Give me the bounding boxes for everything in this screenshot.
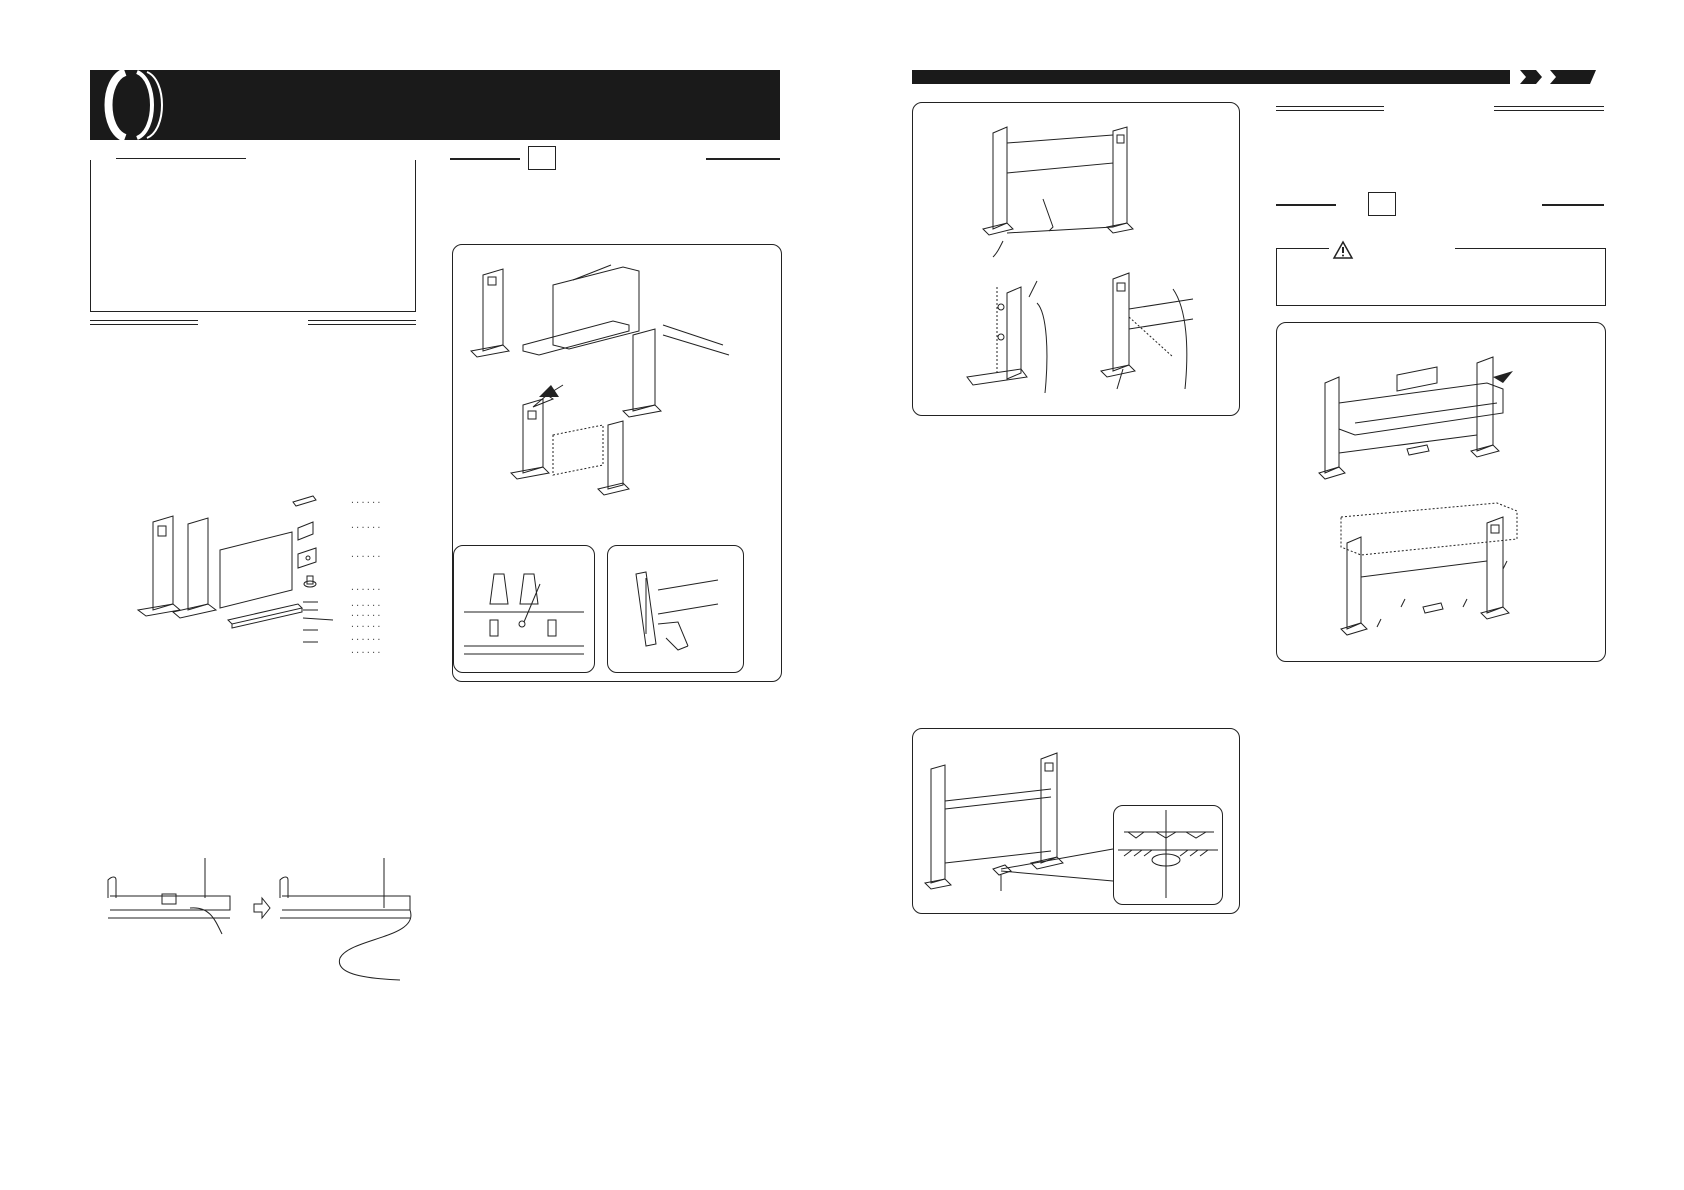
left-title-banner bbox=[90, 70, 780, 140]
part-label-3: ...... bbox=[350, 551, 382, 560]
pedal-callout-lines bbox=[1001, 845, 1131, 885]
bracket-detail-illustration bbox=[618, 554, 733, 664]
caution-box bbox=[1276, 248, 1606, 306]
bracket-detail-panel bbox=[607, 545, 744, 673]
step-rule-right bbox=[706, 158, 780, 160]
part-label-1: ...... bbox=[350, 497, 382, 506]
section-rule-left-2 bbox=[308, 320, 416, 325]
bolt-detail-left-illustration bbox=[937, 273, 1067, 403]
header-chevron-icon bbox=[1510, 70, 1596, 84]
parts-illustration bbox=[128, 492, 398, 662]
section-rule-left-1 bbox=[90, 320, 198, 325]
right-header-bar bbox=[912, 70, 1532, 84]
step-number-box bbox=[528, 146, 556, 170]
side-panel-illustration bbox=[963, 123, 1163, 273]
piano-on-stand-illustration bbox=[1317, 353, 1513, 493]
side-panel-figure bbox=[912, 102, 1240, 416]
bolt-detail-right-illustration bbox=[1093, 269, 1223, 399]
intro-note-box bbox=[90, 157, 416, 312]
step-rule-left bbox=[450, 158, 520, 160]
part-label-2: ...... bbox=[350, 522, 382, 531]
pedal-adjuster-figure bbox=[912, 728, 1240, 914]
section-rule-right-1 bbox=[1276, 106, 1384, 111]
assembly-figure-panel bbox=[452, 244, 782, 682]
pedal-detail-illustration bbox=[464, 554, 584, 664]
stand-assembly-illustration bbox=[463, 255, 763, 545]
part-label-7: ...... bbox=[350, 621, 382, 630]
piano-screw-illustration bbox=[1337, 503, 1537, 653]
part-label-9: ...... bbox=[350, 647, 382, 656]
warning-triangle-icon bbox=[1333, 241, 1353, 259]
pedal-detail-panel bbox=[453, 545, 595, 673]
step2-rule-right bbox=[1542, 204, 1604, 206]
cable-routing-illustration bbox=[100, 858, 420, 988]
step2-rule-left bbox=[1276, 204, 1336, 206]
step2-number-box bbox=[1368, 192, 1396, 216]
title-bracket-icon bbox=[95, 70, 165, 140]
part-label-6: ...... bbox=[350, 610, 382, 619]
stand-with-pedals-illustration bbox=[921, 739, 1121, 899]
section-rule-right-2 bbox=[1494, 106, 1604, 111]
pedal-adjuster-detail bbox=[1113, 805, 1223, 905]
adjuster-detail-illustration bbox=[1118, 810, 1218, 900]
part-label-4: ...... bbox=[350, 584, 382, 593]
piano-mount-figure bbox=[1276, 322, 1606, 662]
part-label-5: ...... bbox=[350, 600, 382, 609]
part-label-8: ...... bbox=[350, 634, 382, 643]
